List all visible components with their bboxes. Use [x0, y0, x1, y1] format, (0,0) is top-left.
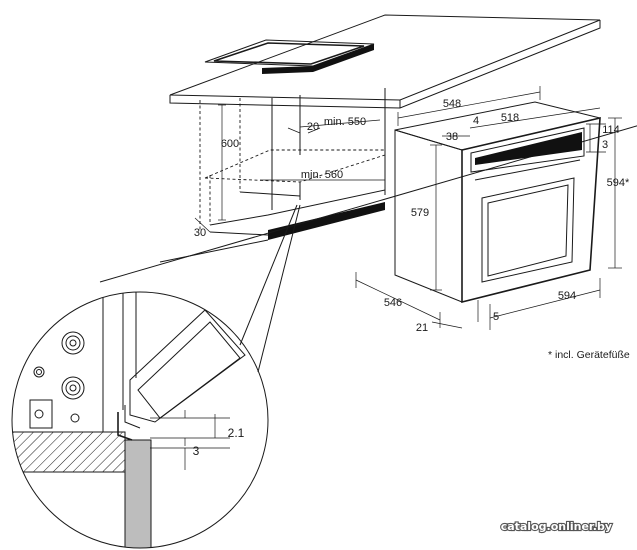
oven-dimension-lines [355, 86, 622, 330]
hob-cutout [204, 39, 375, 74]
label-frame-offset: 4 [473, 115, 479, 127]
label-front-depth: 21 [416, 322, 428, 334]
label-cabinet-depth-min: min. 550 [324, 116, 366, 128]
label-panel-offset: 3 [602, 139, 608, 151]
oven [394, 101, 601, 304]
label-cabinet-height: 600 [221, 138, 239, 150]
cabinet-lines [99, 88, 637, 283]
label-oven-depth: 546 [384, 297, 402, 309]
label-plinth-height: 30 [194, 227, 206, 239]
label-cabinet-width-min: min. 560 [301, 169, 343, 181]
zoom-leader [239, 204, 301, 373]
label-bottom-offset: 5 [493, 311, 499, 323]
label-inner-width: 518 [501, 112, 519, 124]
label-panel-height: 114 [602, 124, 620, 136]
watermark: catalog.onliner.by [501, 520, 612, 533]
label-oven-width: 594 [558, 290, 576, 302]
label-oven-body-height: 579 [411, 207, 429, 219]
detail-dimension-lines [150, 410, 230, 470]
label-rear-gap: 20 [307, 121, 319, 133]
cabinet-dimension-lines [194, 104, 385, 233]
label-detail-offset: 3 [193, 444, 200, 458]
label-oven-width-top: 548 [443, 98, 461, 110]
detail-view [11, 291, 269, 549]
label-side-offset: 38 [446, 131, 458, 143]
label-detail-gap: 2.1 [228, 426, 245, 440]
label-oven-total-height: 594* [607, 177, 630, 189]
footnote: * incl. Gerätefüße [548, 349, 630, 361]
